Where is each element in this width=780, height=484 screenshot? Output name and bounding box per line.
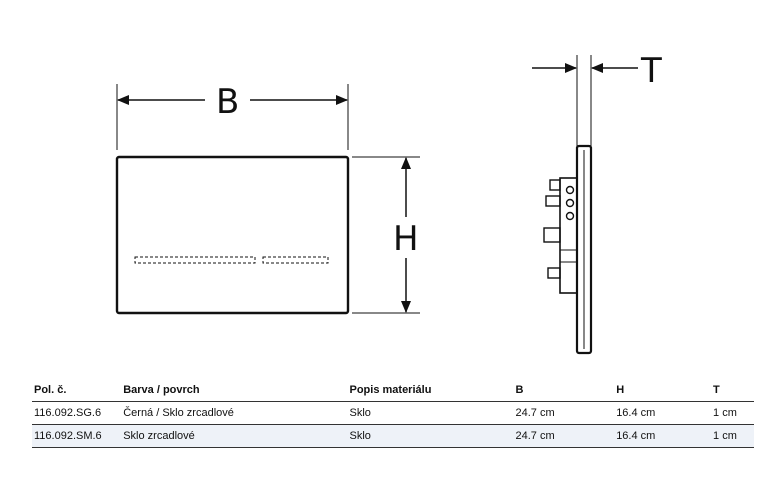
table-cell: 24.7 cm (513, 401, 615, 425)
column-header: Pol. č. (32, 380, 122, 402)
column-header: Barva / povrch (121, 380, 348, 402)
specification-table: Pol. č. Barva / povrch Popis materiálu B… (32, 380, 754, 448)
width-label: B (216, 82, 239, 122)
side-view (543, 144, 593, 355)
table-cell: 16.4 cm (614, 401, 712, 425)
height-label: H (393, 219, 419, 259)
table-cell: 1 cm (711, 401, 754, 425)
flush-button-left (134, 256, 256, 264)
column-header: B (513, 380, 615, 402)
table-cell: Sklo (347, 401, 514, 425)
table-cell: Sklo zrcadlové (121, 424, 348, 448)
column-header: T (711, 380, 754, 402)
width-dimension: B (116, 82, 349, 150)
table-header-row: Pol. č. Barva / povrch Popis materiálu B… (32, 380, 754, 402)
table-cell: 116.092.SG.6 (32, 401, 122, 425)
depth-dimension: T (532, 51, 662, 150)
technical-drawing: B H T (115, 51, 662, 355)
screw-3 (565, 211, 575, 221)
flush-plate-front (115, 155, 350, 315)
screw-2 (565, 198, 575, 208)
table-cell: Černá / Sklo zrcadlové (121, 401, 348, 425)
height-dimension: H (352, 156, 420, 314)
table-cell: 116.092.SM.6 (32, 424, 122, 448)
flush-button-right (262, 256, 329, 264)
table-cell: Sklo (347, 424, 514, 448)
column-header: H (614, 380, 712, 402)
table-cell: 16.4 cm (614, 424, 712, 448)
front-view (115, 155, 350, 315)
column-header: Popis materiálu (347, 380, 514, 402)
depth-label: T (640, 51, 662, 91)
screw-1 (565, 185, 575, 195)
table-cell: 24.7 cm (513, 424, 615, 448)
table-cell: 1 cm (711, 424, 754, 448)
side-mechanism (559, 177, 578, 294)
table-row: 116.092.SM.6 Sklo zrcadlové Sklo 24.7 cm… (32, 424, 754, 448)
table-row: 116.092.SG.6 Černá / Sklo zrcadlové Sklo… (32, 401, 754, 425)
